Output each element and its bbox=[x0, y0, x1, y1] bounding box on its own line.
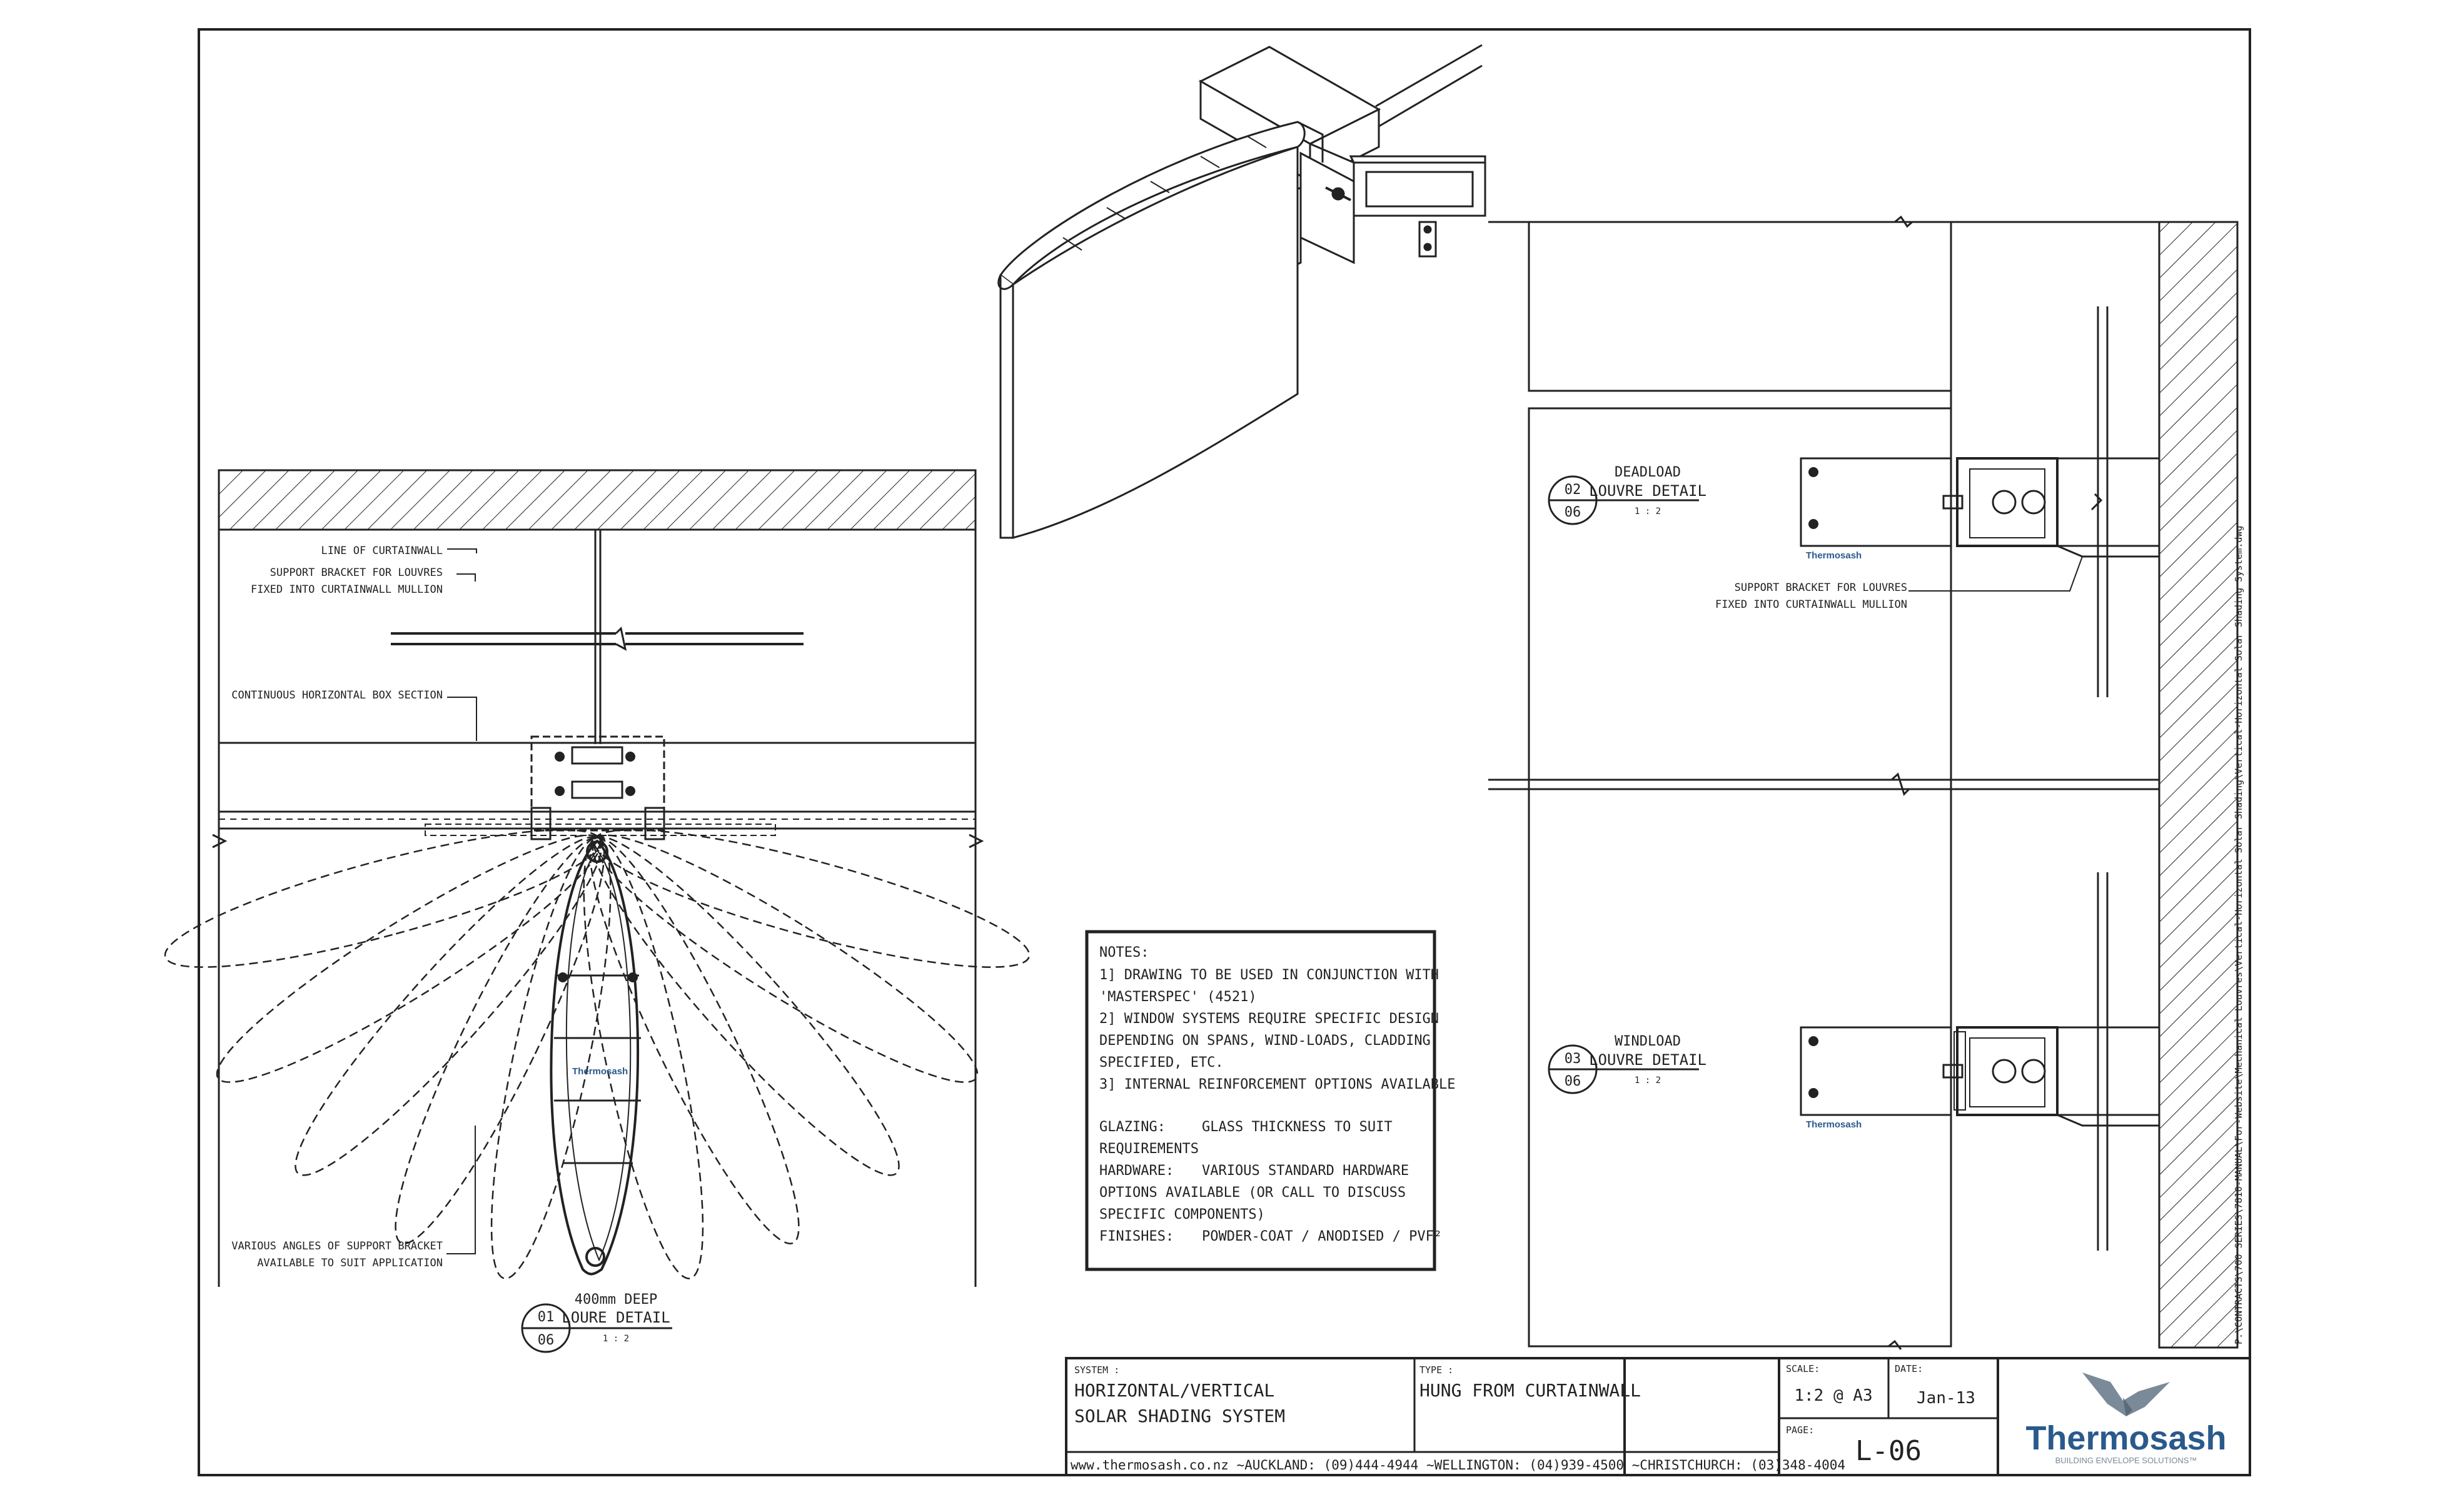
detail-02-sheet: 06 bbox=[1565, 505, 1581, 520]
system-label: SYSTEM : bbox=[1074, 1364, 1119, 1376]
louvre-brand-tag: Thermosash bbox=[572, 1066, 628, 1077]
glazing-value: GLASS THICKNESS TO SUIT bbox=[1202, 1119, 1393, 1135]
detail-tag-03: 03 06 WINDLOAD LOUVRE DETAIL 1 : 2 bbox=[1548, 1034, 1706, 1094]
detail-03-brand-tag: Thermosash bbox=[1806, 1119, 1862, 1130]
bracket-plate bbox=[530, 735, 665, 832]
label-angles-2: AVAILABLE TO SUIT APPLICATION bbox=[257, 1257, 443, 1269]
notes-line-2: 'MASTERSPEC' (4521) bbox=[1099, 989, 1257, 1005]
logo-wordmark: Thermosash bbox=[2025, 1419, 2226, 1457]
detail-03-sheet: 06 bbox=[1565, 1074, 1581, 1089]
detail-02-scale: 1 : 2 bbox=[1635, 507, 1661, 517]
date-value: Jan-13 bbox=[1917, 1389, 1975, 1408]
detail-01-drawing: Thermosash bbox=[164, 469, 1031, 1287]
detail-02-title-1: DEADLOAD bbox=[1615, 465, 1681, 480]
label-support-bracket-2: FIXED INTO CURTAINWALL MULLION bbox=[251, 583, 443, 596]
elevation-view: Thermosash Thermosash bbox=[1488, 215, 2239, 1350]
title-block: SYSTEM : HORIZONTAL/VERTICAL SOLAR SHADI… bbox=[1065, 1357, 2251, 1476]
system-value-2: SOLAR SHADING SYSTEM bbox=[1074, 1406, 1285, 1426]
wall-hatch bbox=[2158, 221, 2239, 1349]
date-label: DATE: bbox=[1895, 1363, 1923, 1374]
notes-line-5: SPECIFIED, ETC. bbox=[1099, 1055, 1224, 1071]
type-value: HUNG FROM CURTAINWALL bbox=[1419, 1380, 1641, 1401]
finishes-label: FINISHES: bbox=[1099, 1229, 1174, 1244]
detail-tag-02: 02 06 DEADLOAD LOUVRE DETAIL 1 : 2 bbox=[1548, 465, 1706, 525]
detail-01-scale: 1 : 2 bbox=[603, 1334, 629, 1344]
detail-tag-01: 01 06 400mm DEEP LOURE DETAIL 1 : 2 bbox=[521, 1292, 672, 1353]
detail-03-title-2: LOUVRE DETAIL bbox=[1589, 1051, 1706, 1069]
notes-line-6: 3] INTERNAL REINFORCEMENT OPTIONS AVAILA… bbox=[1099, 1077, 1456, 1092]
thermosash-logo-icon bbox=[2082, 1373, 2170, 1416]
label-support-bracket-1: SUPPORT BRACKET FOR LOUVRES bbox=[270, 567, 443, 579]
notes-line-3: 2] WINDOW SYSTEMS REQUIRE SPECIFIC DESIG… bbox=[1099, 1011, 1439, 1027]
detail-01-number: 01 bbox=[538, 1309, 555, 1325]
finishes-value: POWDER-COAT / ANODISED / PVF² bbox=[1202, 1229, 1442, 1244]
scale-value: 1:2 @ A3 bbox=[1794, 1386, 1872, 1405]
ceiling-hatch bbox=[218, 469, 977, 531]
detail-03-title-1: WINDLOAD bbox=[1615, 1034, 1681, 1049]
type-label: TYPE : bbox=[1419, 1364, 1453, 1376]
hardware-label: HARDWARE: bbox=[1099, 1163, 1174, 1179]
detail-01-title-1: 400mm DEEP bbox=[575, 1292, 657, 1308]
glazing-value-2: REQUIREMENTS bbox=[1099, 1141, 1199, 1157]
notes-heading: NOTES: bbox=[1099, 945, 1149, 960]
louvre-section: Thermosash bbox=[550, 839, 641, 1276]
glazing-label: GLAZING: bbox=[1099, 1119, 1166, 1135]
contact-line: www.thermosash.co.nz ~AUCKLAND: (09)444-… bbox=[1071, 1458, 1845, 1473]
logo-tagline: BUILDING ENVELOPE SOLUTIONS™ bbox=[2055, 1456, 2197, 1465]
scale-label: SCALE: bbox=[1786, 1363, 1820, 1374]
detail-02-number: 02 bbox=[1565, 482, 1581, 498]
detail-02-title-2: LOUVRE DETAIL bbox=[1589, 482, 1706, 500]
notes-line-1: 1] DRAWING TO BE USED IN CONJUNCTION WIT… bbox=[1099, 967, 1439, 983]
detail-02-label-1: SUPPORT BRACKET FOR LOUVRES bbox=[1735, 582, 1907, 594]
hardware-value-2: OPTIONS AVAILABLE (OR CALL TO DISCUSS bbox=[1099, 1185, 1406, 1201]
detail-01-title-2: LOURE DETAIL bbox=[562, 1309, 670, 1326]
detail-01-sheet: 06 bbox=[538, 1333, 555, 1348]
detail-03-scale: 1 : 2 bbox=[1635, 1076, 1661, 1086]
label-angles-1: VARIOUS ANGLES OF SUPPORT BRACKET bbox=[231, 1240, 443, 1252]
louvre-angle-ghosts bbox=[164, 829, 1031, 1279]
page-label: PAGE: bbox=[1786, 1424, 1814, 1436]
file-path: P:\CONTRACTS\700 SERIES\7810-MANUAL\For-… bbox=[2233, 526, 2244, 1344]
hardware-value: VARIOUS STANDARD HARDWARE bbox=[1202, 1163, 1409, 1179]
notes-box: NOTES: 1] DRAWING TO BE USED IN CONJUNCT… bbox=[1085, 930, 1456, 1271]
notes-line-4: DEPENDING ON SPANS, WIND-LOADS, CLADDING bbox=[1099, 1033, 1431, 1049]
label-line-of-curtainwall: LINE OF CURTAINWALL bbox=[321, 545, 443, 557]
system-value-1: HORIZONTAL/VERTICAL bbox=[1074, 1380, 1274, 1401]
detail-02-label-2: FIXED INTO CURTAINWALL MULLION bbox=[1715, 598, 1907, 611]
page-value: L-06 bbox=[1855, 1435, 1922, 1467]
detail-02-brand-tag: Thermosash bbox=[1806, 550, 1862, 561]
label-box-section: CONTINUOUS HORIZONTAL BOX SECTION bbox=[231, 689, 443, 702]
isometric-view bbox=[997, 44, 1486, 539]
hardware-value-3: SPECIFIC COMPONENTS) bbox=[1099, 1207, 1265, 1222]
detail-03-number: 03 bbox=[1565, 1051, 1581, 1067]
